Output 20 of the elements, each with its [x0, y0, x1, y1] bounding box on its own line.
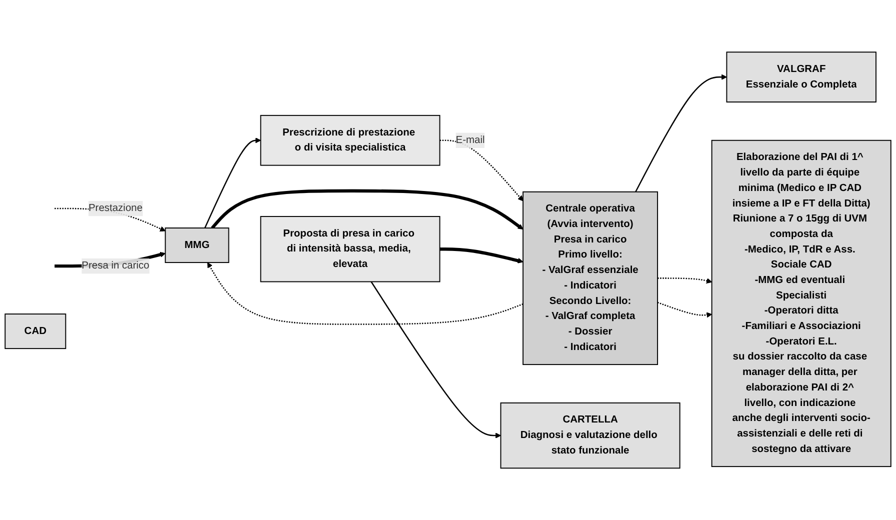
arrow	[658, 277, 712, 284]
node-box: MMG	[164, 227, 230, 263]
node-box: CAD	[4, 313, 66, 349]
arrow	[440, 140, 524, 202]
node-box: VALGRAF Essenziale o Completa	[726, 52, 876, 102]
arrow	[204, 137, 261, 228]
arrow	[207, 262, 524, 325]
node-box: Proposta di presa in carico di intensità bassa, media, elevata	[260, 216, 440, 282]
arrow	[370, 281, 501, 438]
arrow	[657, 302, 712, 318]
arrow	[440, 247, 524, 264]
arrow	[635, 74, 727, 192]
edge-label: Presa in carico	[82, 260, 150, 272]
node-box: Prescrizione di prestazione o di visita specialistica	[260, 114, 440, 166]
edge-label: Prestazione	[88, 202, 143, 214]
arrow	[210, 189, 524, 230]
edge-label: E-mail	[456, 134, 485, 146]
node-box: CARTELLA Diagnosi e valutazione dello stato funzionale	[500, 402, 680, 468]
node-box: Elaborazione del PAI di 1^ livello da parte di équipe minima (Medico e IP CAD insieme a IP e FT della Ditta) Riunione a 7 o 15gg di UVM composta da -Medico, IP, TdR e Ass. Sociale CAD -MMG ed eventuali Specialisti -Operatori ditta -Familiari e Associazioni -Operatori E.L. su dossier raccolto da case manager della ditta, per elaborazione PAI di 2^ livello, con indicazione anche degli interventi socio-assistenziali e delle reti di sostegno da attivare	[711, 140, 892, 467]
node-box: Centrale operativa (Avvia intervento) Presa in carico Primo livello: - ValGraf essenziale - Indicatori Secondo Livello: - ValGraf completa - Dossier - Indicatori	[522, 191, 658, 365]
